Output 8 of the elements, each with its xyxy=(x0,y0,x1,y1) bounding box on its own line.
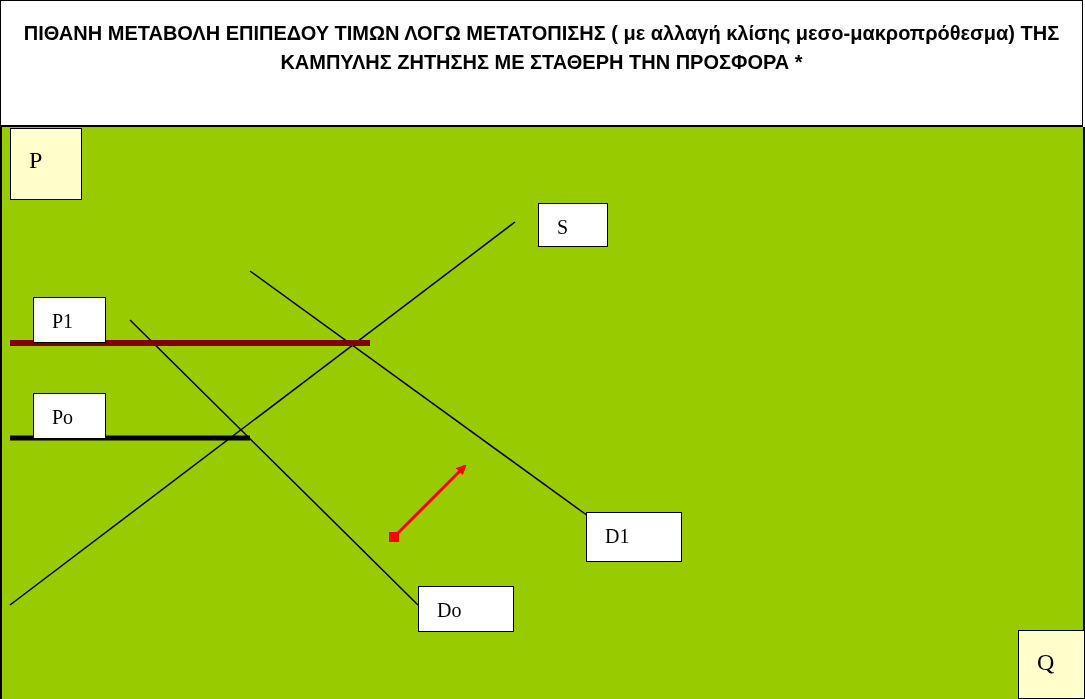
price-label: Po xyxy=(33,393,106,439)
axis-label: Q xyxy=(1018,630,1085,699)
curve-label: Do xyxy=(418,586,514,632)
axis-label: P xyxy=(10,128,82,200)
curve-label: S xyxy=(538,203,608,247)
price-label: P1 xyxy=(33,297,106,343)
chart-title: ΠΙΘΑΝΗ ΜΕΤΑΒΟΛΗ ΕΠΙΠΕΔΟΥ ΤΙΜΩΝ ΛΟΓΩ ΜΕΤΑΤΟΠΙΣΗΣ ( με αλλαγή κλίσης μεσο-μακροπρόθεσμα) ΤΗΣ ΚΑΜΠΥΛΗΣ ΖΗΤΗΣΗΣ ΜΕ ΣΤΑΘΕΡΗ ΤΗΝ ΠΡΟΣΦΟΡΑ * xyxy=(0,0,1083,127)
curve-label: D1 xyxy=(586,512,682,562)
